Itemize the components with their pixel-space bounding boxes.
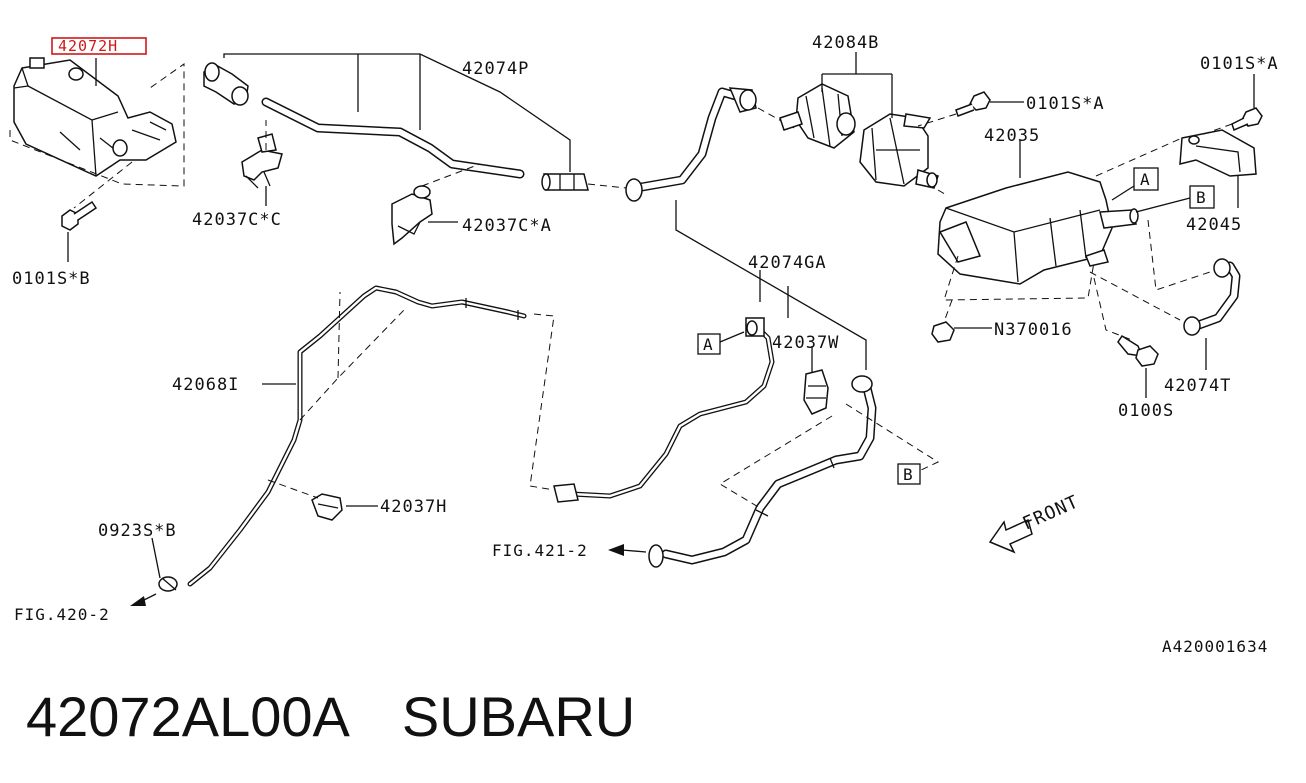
caption-brand: SUBARU	[401, 685, 636, 748]
fitting-top-left[interactable]	[203, 62, 249, 106]
front-arrow-icon	[988, 518, 1033, 554]
connector-a-box-bottom[interactable]	[697, 333, 721, 355]
part-caption: 42072AL00A SUBARU	[26, 684, 635, 749]
canister-42035[interactable]	[937, 171, 1139, 285]
fig-ref-421-2[interactable]: FIG.421-2	[492, 541, 588, 560]
callout-42074p[interactable]: 42074P	[462, 59, 529, 79]
hose-42074ga[interactable]	[625, 87, 757, 202]
arrow-fig420	[130, 593, 157, 606]
connector-b-label-top: B	[1196, 188, 1206, 207]
connector-a-box-top[interactable]	[1133, 167, 1159, 191]
clip-42037w[interactable]	[803, 369, 829, 415]
purge-unit-42072h[interactable]	[13, 57, 177, 177]
hose-42074t[interactable]	[1183, 258, 1241, 336]
caption-part-number: 42072AL00A	[26, 685, 350, 748]
callout-42035[interactable]: 42035	[984, 126, 1040, 146]
callout-0100s[interactable]: 0100S	[1118, 401, 1174, 421]
pipe-42068i[interactable]	[187, 285, 527, 587]
callout-0923sb[interactable]: 0923S*B	[98, 521, 177, 541]
callout-42074t[interactable]: 42074T	[1164, 376, 1231, 396]
callout-42045[interactable]: 42045	[1186, 215, 1242, 235]
joint-pipe[interactable]	[541, 173, 589, 191]
connector-b-label-bottom: B	[903, 465, 913, 484]
clip-42037ca[interactable]	[391, 185, 433, 246]
connector-b-box-top[interactable]	[1189, 185, 1215, 209]
pipe-center[interactable]	[553, 317, 775, 503]
callout-42084b[interactable]: 42084B	[812, 33, 879, 53]
valve-assembly-right[interactable]	[859, 113, 939, 189]
valve-42084b[interactable]	[779, 83, 856, 149]
fig-ref-420-2[interactable]: FIG.420-2	[14, 605, 110, 624]
arrow-fig421	[608, 544, 647, 556]
diagram-id: A420001634	[1162, 637, 1268, 656]
bolt-0100s[interactable]	[1117, 334, 1159, 367]
bracket-42045[interactable]	[1179, 129, 1257, 177]
clip-42037cc[interactable]	[241, 133, 283, 189]
callout-42037h[interactable]: 42037H	[380, 497, 447, 517]
callout-42037ca[interactable]: 42037C*A	[462, 216, 552, 236]
bolt-0101sa-mid[interactable]	[955, 91, 991, 117]
callout-42072h[interactable]: 42072H	[58, 37, 118, 55]
highlight-box	[51, 37, 147, 55]
connector-a-label-bottom: A	[703, 335, 713, 354]
connector-b-box-bottom[interactable]	[897, 463, 921, 485]
callout-42037cc[interactable]: 42037C*C	[192, 210, 282, 230]
callout-n370016[interactable]: N370016	[994, 320, 1073, 340]
callout-0101sb[interactable]: 0101S*B	[12, 269, 91, 289]
nut-n370016[interactable]	[931, 321, 955, 343]
bolt-0101sa-top[interactable]	[1231, 107, 1263, 132]
connector-a-label-top: A	[1140, 170, 1150, 189]
callout-0101sa-top[interactable]: 0101S*A	[1200, 54, 1279, 74]
clamp-0923sb[interactable]	[158, 576, 178, 592]
clip-42037h[interactable]	[311, 493, 343, 521]
front-label: FRONT	[1019, 491, 1082, 534]
hose-42074p[interactable]	[261, 97, 525, 179]
callout-0101sa-mid[interactable]: 0101S*A	[1026, 94, 1105, 114]
callout-42037w[interactable]: 42037W	[772, 333, 839, 353]
pipe-lower[interactable]	[648, 375, 877, 568]
bolt-0101sb[interactable]	[61, 200, 98, 231]
callout-42074ga[interactable]: 42074GA	[748, 253, 827, 273]
callout-42068i[interactable]: 42068I	[172, 375, 239, 395]
